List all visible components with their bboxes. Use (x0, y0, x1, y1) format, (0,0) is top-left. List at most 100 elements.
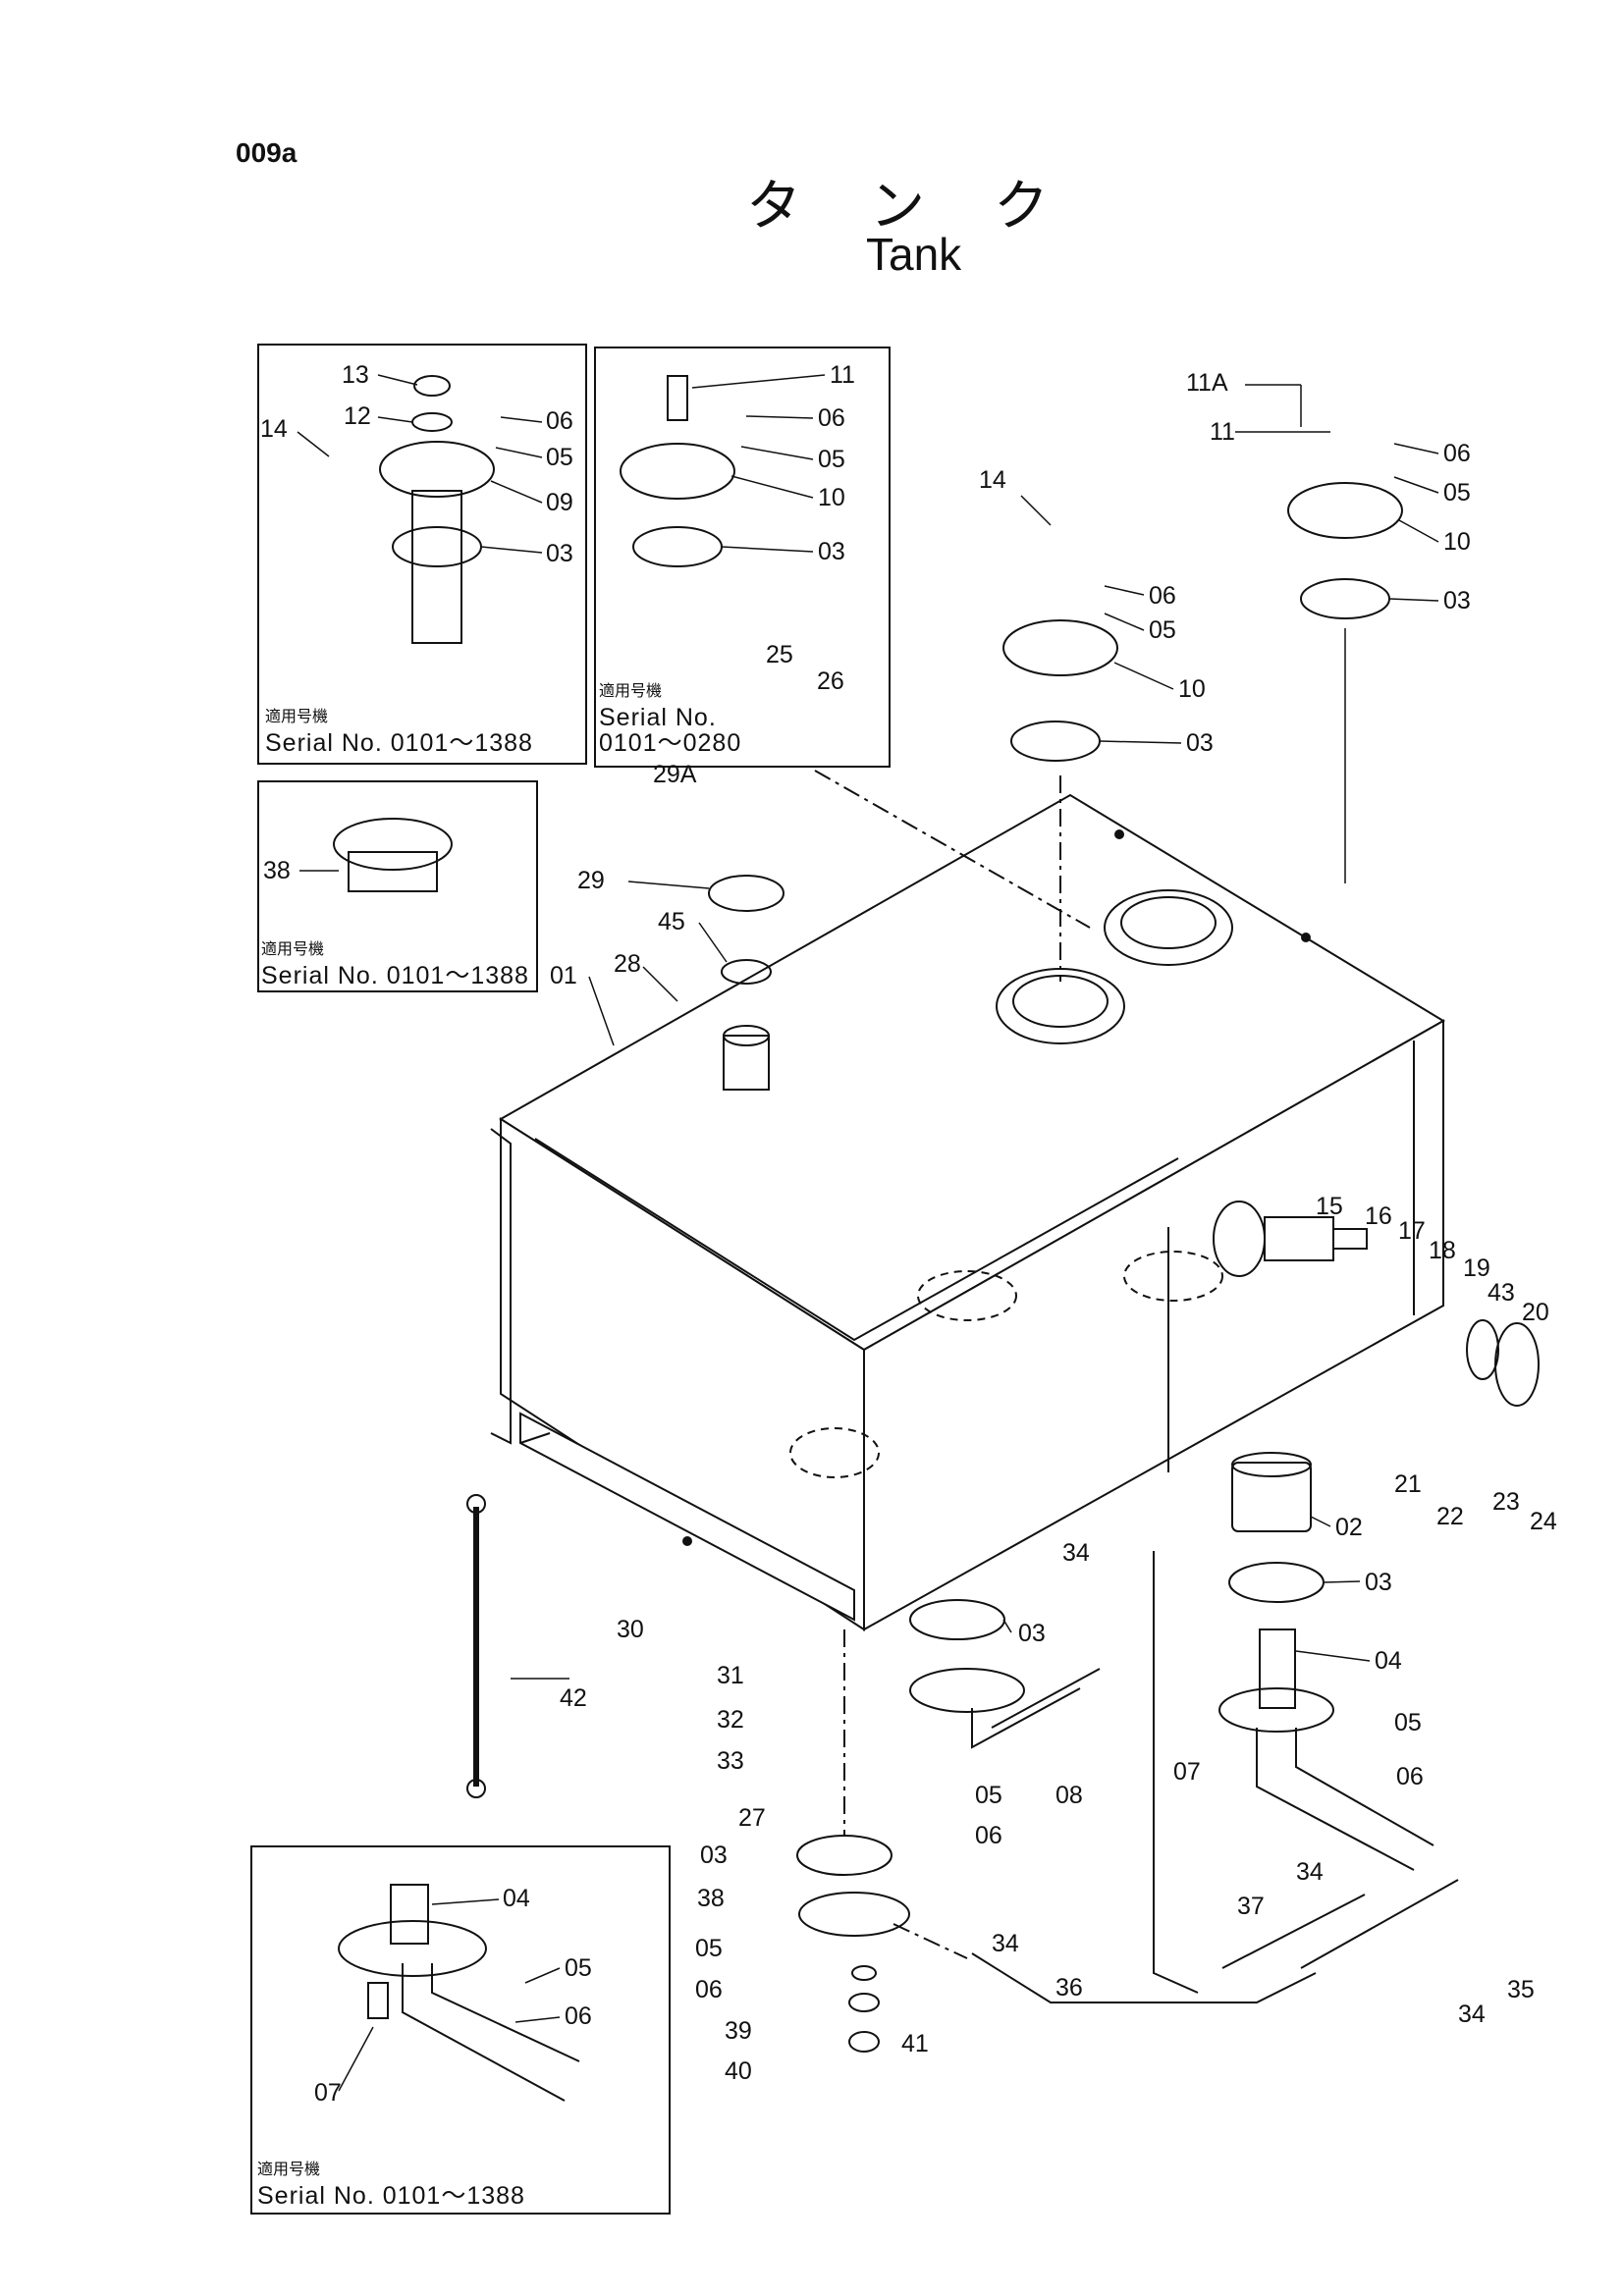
mount-hole (682, 1536, 692, 1546)
applicable-label: 適用号機 (265, 709, 329, 725)
callout-34: 34 (992, 1930, 1019, 1957)
pipe-04-riser (390, 1884, 429, 1945)
callout-43: 43 (1488, 1279, 1515, 1307)
filler-neck-top (723, 1025, 770, 1046)
callout-05: 05 (1149, 616, 1176, 644)
callout-38: 38 (697, 1885, 725, 1912)
o-ring-03 (1228, 1562, 1325, 1603)
mounting-angle-edge (519, 1432, 551, 1444)
hose-37 (1300, 1879, 1459, 1969)
cover-09 (379, 441, 495, 498)
callout-05: 05 (695, 1935, 723, 1962)
mount-hole (1301, 933, 1311, 942)
serial-number-line2: 0101～0280 (599, 729, 742, 757)
gasket-43 (1466, 1319, 1499, 1380)
callout-28: 28 (614, 950, 641, 978)
callout-11: 11 (1210, 418, 1235, 446)
callout-03: 03 (700, 1842, 728, 1869)
hose-37 (1221, 1894, 1366, 1969)
callout-06: 06 (695, 1976, 723, 2003)
callout-16: 16 (1365, 1202, 1392, 1230)
mounting-angle (519, 1412, 855, 1622)
hose-36 (971, 1952, 1317, 2003)
pipe-04-elbow (1256, 1728, 1415, 1871)
plug-40 (848, 1993, 880, 2012)
ring-12 (411, 412, 453, 432)
callout-07: 07 (1173, 1758, 1201, 1786)
callout-34: 34 (1458, 2001, 1486, 2028)
callout-04: 04 (1375, 1647, 1402, 1675)
callout-39: 39 (725, 2017, 752, 2045)
level-gauge-end (466, 1494, 486, 1514)
callout-42: 42 (560, 1684, 587, 1712)
level-gauge-end (466, 1779, 486, 1798)
callout-41: 41 (901, 2030, 929, 2057)
tank-side-face (863, 1019, 1444, 1631)
cover-10 (1287, 482, 1403, 539)
inset-box-1 (257, 344, 587, 765)
tank-body (333, 375, 1540, 2102)
callout-17: 17 (1398, 1217, 1426, 1245)
hidden-opening (789, 1427, 880, 1478)
filter-top (1231, 1452, 1312, 1477)
callout-45: 45 (658, 908, 685, 935)
callout-12: 12 (344, 402, 371, 430)
flange-08 (909, 1668, 1025, 1713)
callout-06: 06 (1443, 440, 1471, 467)
callout-01: 01 (550, 962, 577, 989)
inset-box-3 (257, 780, 538, 992)
callout-06: 06 (975, 1822, 1002, 1849)
serial-number: Serial No. 0101～1388 (261, 962, 529, 989)
inset-box-4 (250, 1845, 671, 2215)
callout-13: 13 (342, 361, 369, 389)
alignment-line (814, 770, 1091, 929)
callout-11: 11 (830, 361, 855, 389)
seal-39 (851, 1965, 877, 1981)
cap-29 (708, 875, 784, 912)
mount-hole (1114, 829, 1124, 839)
callout-22: 22 (1436, 1503, 1464, 1530)
drain-flange-38 (798, 1892, 910, 1937)
callout-30: 30 (617, 1616, 644, 1643)
hidden-opening (917, 1270, 1017, 1321)
callout-25: 25 (766, 641, 793, 668)
callouts: 13 12 14 06 05 09 03 11 06 05 10 03 38 1… (260, 361, 1557, 2107)
callout-02: 02 (1335, 1514, 1363, 1541)
filler-neck (723, 1035, 770, 1091)
callout-38: 38 (263, 857, 291, 884)
plug-41 (848, 2031, 880, 2053)
callout-03: 03 (546, 540, 573, 567)
callout-05: 05 (1394, 1709, 1422, 1736)
callout-18: 18 (1429, 1237, 1456, 1264)
callout-40: 40 (725, 2057, 752, 2085)
page-code: 009a (236, 137, 298, 168)
callout-06: 06 (546, 407, 573, 435)
callout-10: 10 (1178, 675, 1206, 703)
callout-04: 04 (503, 1885, 530, 1912)
inset-box-2 (594, 347, 891, 768)
callout-03: 03 (1365, 1569, 1392, 1596)
top-port-ring (1104, 889, 1233, 966)
callout-21: 21 (1394, 1470, 1422, 1498)
seal-45 (721, 959, 772, 985)
leader-lines (297, 374, 1439, 2092)
spring (1332, 1228, 1368, 1250)
callout-05: 05 (565, 1954, 592, 1982)
callout-23: 23 (1492, 1488, 1520, 1516)
callout-08: 08 (1055, 1782, 1083, 1809)
callout-10: 10 (1443, 528, 1471, 556)
tube (411, 490, 462, 644)
callout-29A: 29A (653, 761, 697, 788)
o-ring-03 (1010, 721, 1101, 762)
breather-11 (667, 375, 688, 421)
serial-number: Serial No. 0101～1388 (257, 2182, 525, 2210)
callout-19: 19 (1463, 1255, 1490, 1282)
pipe-04-riser (1259, 1629, 1296, 1709)
filter-element-02 (1231, 1462, 1312, 1532)
callout-34: 34 (1296, 1858, 1324, 1886)
callout-06: 06 (565, 2002, 592, 2030)
callout-31: 31 (717, 1662, 744, 1689)
alignment-line (893, 1923, 968, 1959)
hose-vertical (1153, 1551, 1199, 1994)
callout-20: 20 (1522, 1299, 1549, 1326)
